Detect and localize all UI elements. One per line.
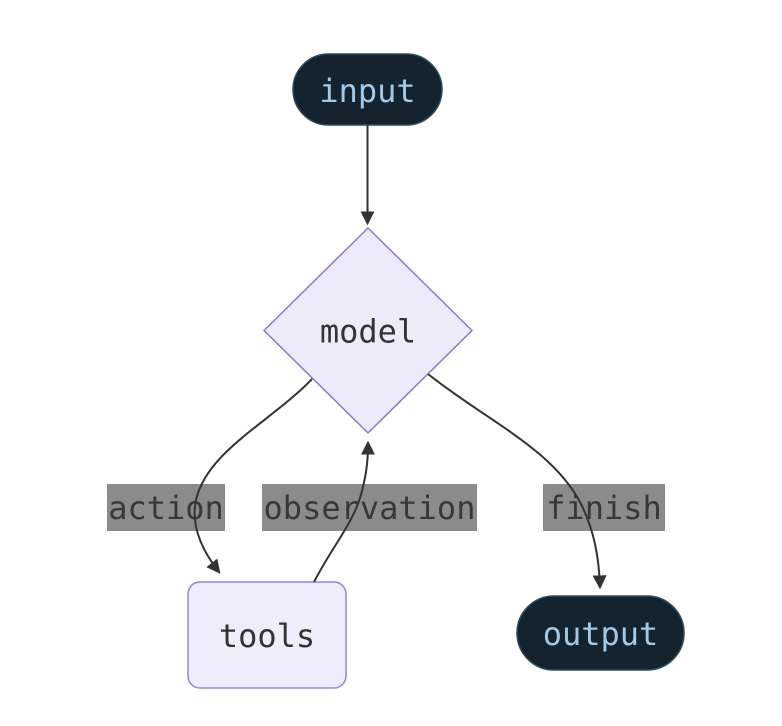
edge-model-to-tools bbox=[193, 378, 313, 574]
edge-label-finish: finish bbox=[546, 489, 662, 527]
edge-label-observation-bg bbox=[262, 484, 477, 531]
node-tools-shape bbox=[187, 581, 347, 689]
node-output-shape bbox=[516, 595, 685, 671]
edge-tools-to-model bbox=[313, 440, 375, 583]
edge-label-observation: observation bbox=[264, 489, 476, 527]
node-model-shape bbox=[262, 226, 474, 435]
edge-label-finish-bg bbox=[543, 484, 665, 531]
edge-label-action: action bbox=[108, 489, 224, 527]
node-input-label: input bbox=[319, 72, 415, 110]
node-model-label: model bbox=[320, 313, 416, 351]
node-output-label: output bbox=[543, 615, 659, 653]
edge-label-action-bg bbox=[107, 484, 225, 531]
edge-model-to-output bbox=[427, 373, 607, 590]
node-tools-label: tools bbox=[219, 617, 315, 655]
